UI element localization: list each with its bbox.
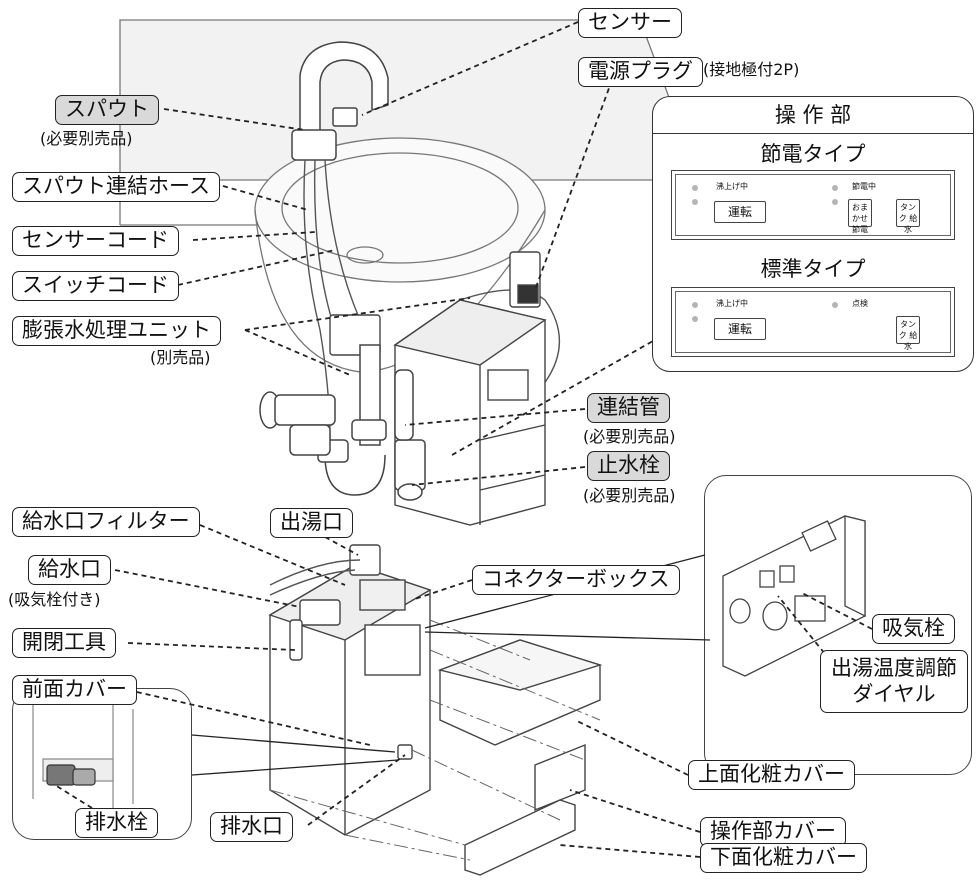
label-control-cover: 操作部カバー xyxy=(700,817,846,847)
std-heating-led xyxy=(692,302,698,308)
label-spout-hose: スパウト連結ホース xyxy=(12,172,220,202)
control-cover-part xyxy=(534,743,586,812)
label-temp-dial-line2: ダイヤル xyxy=(852,682,936,707)
label-drain-plug: 排水栓 xyxy=(75,808,158,838)
leader-top-cover xyxy=(574,719,689,776)
label-spout-note: (必要別売品) xyxy=(40,129,133,148)
bottom-cover-part xyxy=(464,799,576,876)
leader-drain-plug xyxy=(54,784,93,809)
spout-drawing xyxy=(291,41,389,161)
leader-spout xyxy=(163,108,306,131)
label-water-inlet: 給水口 xyxy=(28,555,111,585)
label-switch-cord: スイッチコード xyxy=(12,271,179,301)
eco-run-button[interactable]: 運転 xyxy=(714,201,766,223)
leader-front-cover xyxy=(127,689,371,746)
label-stop-valve-note: (必要別売品) xyxy=(583,486,676,505)
control-panel-title: 操 作 部 xyxy=(774,103,852,127)
leader-sensor-cord xyxy=(192,231,316,241)
leader-air-valve xyxy=(799,591,873,630)
connector-box-inset xyxy=(704,475,972,775)
leader-bottom-cover xyxy=(559,844,701,858)
standard-type-panel: 沸上げ中 運転 点検 タンク 給水 xyxy=(671,287,955,357)
label-expansion-unit-note: (別売品) xyxy=(150,348,211,367)
leader-temp-dial xyxy=(777,595,831,661)
leader-spout-hose xyxy=(222,185,309,211)
std-run-button[interactable]: 運転 xyxy=(714,318,766,340)
leader-drain-outlet xyxy=(307,754,406,826)
label-connecting-pipe: 連結管 xyxy=(587,393,670,423)
leader-opening-tool xyxy=(127,642,296,651)
label-connecting-pipe-note: (必要別売品) xyxy=(583,427,676,446)
label-hot-outlet: 出湯口 xyxy=(270,508,353,538)
check-led xyxy=(832,302,838,308)
leader-sensor xyxy=(361,21,579,116)
leader-connecting-pipe xyxy=(404,408,586,426)
label-opening-tool: 開閉工具 xyxy=(12,628,116,658)
drain-hole xyxy=(346,246,384,264)
label-front-cover: 前面カバー xyxy=(12,675,137,705)
std-check-label: 点検 xyxy=(852,299,868,308)
std-heating-label: 沸上げ中 xyxy=(716,299,748,308)
label-inlet-filter: 給水口フィルター xyxy=(12,507,200,537)
label-drain-outlet: 排水口 xyxy=(210,812,293,842)
leader-expansion-2 xyxy=(244,329,351,376)
leader-expansion-1 xyxy=(244,297,471,331)
label-water-inlet-note: (吸気栓付き) xyxy=(8,590,101,609)
label-bottom-cover: 下面化粧カバー xyxy=(700,843,867,873)
eco-auto-save-button[interactable]: おまかせ 節電 xyxy=(848,199,872,234)
leader-connector-box xyxy=(411,579,473,601)
leader-switch-cord xyxy=(177,249,336,286)
leader-control-cover xyxy=(569,789,701,833)
label-temp-dial-line1: 出湯温度調節 xyxy=(831,656,957,680)
heater-unit-upper xyxy=(329,299,547,526)
drain-plug-detail xyxy=(32,699,134,809)
label-spout: スパウト xyxy=(55,95,159,125)
label-power-plug: 電源プラグ xyxy=(578,57,703,87)
leader-control xyxy=(451,319,691,456)
leader-inlet-filter xyxy=(199,524,346,586)
eco-type-panel: 沸上げ中 運転 節電中 おまかせ 節電 タンク 給水 xyxy=(671,170,955,240)
std-tank-fill-button[interactable]: タンク 給水 xyxy=(896,316,920,351)
eco-saving-label: 節電中 xyxy=(852,182,876,191)
connector-box-detail xyxy=(722,515,866,677)
label-power-plug-note: (接地極付2P) xyxy=(703,60,800,79)
label-top-cover: 上面化粧カバー xyxy=(688,760,855,790)
run-led xyxy=(692,199,698,205)
auto-save-led xyxy=(832,199,838,205)
leader-power-plug xyxy=(534,79,613,291)
heating-led xyxy=(692,185,698,191)
label-air-valve: 吸気栓 xyxy=(872,614,955,644)
leader-hot-outlet xyxy=(324,536,359,556)
label-expansion-unit: 膨張水処理ユニット xyxy=(12,316,221,346)
saving-led xyxy=(832,185,838,191)
label-connector-box: コネクターボックス xyxy=(472,565,680,595)
label-temp-dial: 出湯温度調節 ダイヤル xyxy=(820,650,968,713)
eco-tank-fill-button[interactable]: タンク 給水 xyxy=(896,199,920,234)
leader-water-inlet xyxy=(114,569,301,608)
power-outlet xyxy=(509,251,541,308)
std-run-led xyxy=(692,316,698,322)
cover-parts xyxy=(437,639,603,876)
trap-piping xyxy=(259,344,426,501)
eco-type-title: 節電タイプ xyxy=(760,142,866,166)
standard-type-title: 標準タイプ xyxy=(760,257,866,281)
control-panel-box: 操 作 部 節電タイプ 沸上げ中 運転 節電中 おまかせ 節電 タンク 給水 標… xyxy=(652,96,974,372)
eco-heating-label: 沸上げ中 xyxy=(716,182,748,191)
leader-stop-valve xyxy=(411,466,586,486)
label-sensor: センサー xyxy=(578,8,682,38)
label-stop-valve: 止水栓 xyxy=(587,451,670,481)
label-sensor-cord: センサーコード xyxy=(12,226,179,256)
